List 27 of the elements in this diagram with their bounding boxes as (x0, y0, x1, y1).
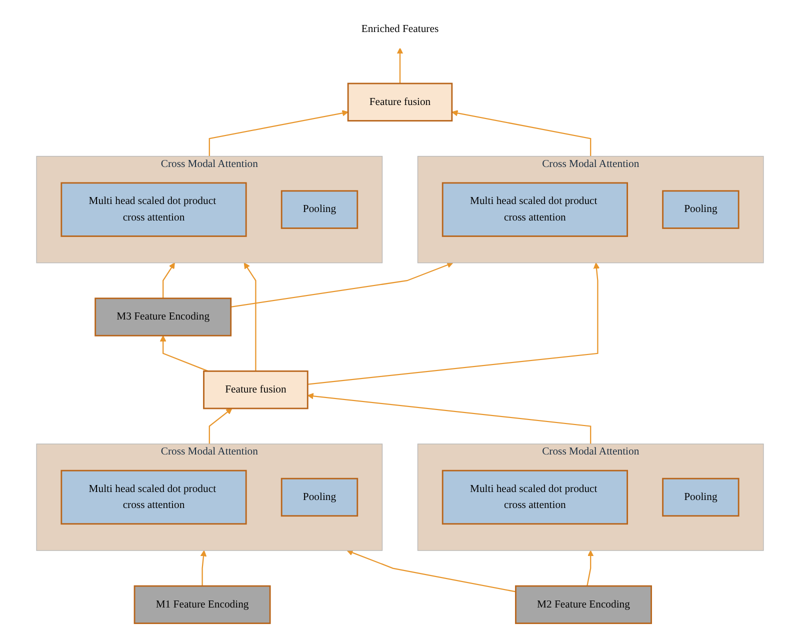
arrow (396, 48, 404, 84)
node-box: Pooling (662, 478, 740, 517)
arrow (162, 262, 175, 298)
node-box: Multi head scaled dot product cross attention (442, 470, 628, 525)
node-text: Enriched Features (361, 23, 439, 35)
arrow (244, 262, 256, 372)
node-box: Pooling (662, 190, 740, 229)
arrow (586, 550, 594, 586)
node-box: Pooling (280, 478, 358, 517)
arrow (452, 110, 592, 156)
arrow (160, 335, 208, 372)
arrow (200, 550, 207, 586)
arrow (308, 262, 600, 385)
node-box: Multi head scaled dot product cross attention (60, 470, 247, 525)
node-box: Feature fusion (203, 370, 308, 410)
node-box: M3 Feature Encoding (94, 298, 232, 336)
node-box: M2 Feature Encoding (515, 585, 652, 624)
arrow (346, 550, 516, 592)
arrow (208, 110, 348, 156)
node-box: M1 Feature Encoding (134, 585, 271, 624)
arrow (208, 408, 232, 444)
arrow (230, 262, 454, 308)
node-box: Pooling (280, 190, 358, 229)
node-box: Multi head scaled dot product cross attention (60, 182, 247, 237)
arrow (307, 392, 592, 444)
node-box: Multi head scaled dot product cross attention (442, 182, 628, 237)
node-box: Feature fusion (347, 82, 453, 122)
